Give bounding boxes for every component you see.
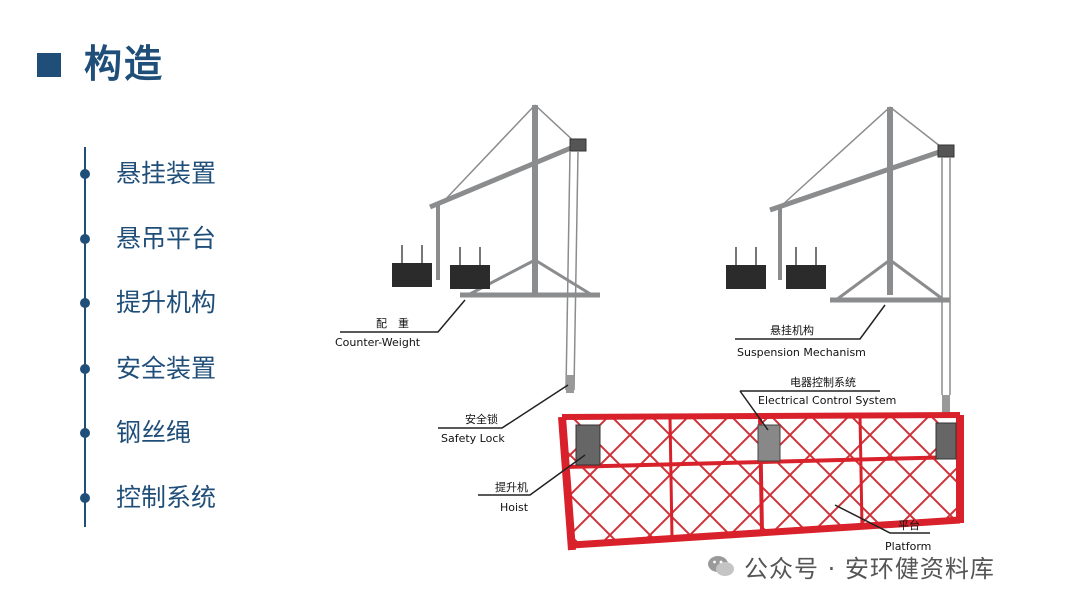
item-suspension-device: 悬挂装置 [116,159,216,189]
timeline-dot [80,428,90,438]
timeline-dot [80,234,90,244]
suspension-label-en: Suspension Mechanism [737,346,866,359]
gondola-diagram: 配 重 Counter-Weight 悬挂机构 Suspension Mecha… [330,95,970,565]
slide-title: 构造 [84,40,164,88]
counterweight-label-cn: 配 重 [376,316,409,330]
right-counterweight-blocks [726,247,826,289]
hoist-label-en: Hoist [500,501,529,514]
timeline-dot [80,364,90,374]
timeline-dot [80,169,90,179]
callout-counterweight: 配 重 Counter-Weight [335,300,465,349]
hoist-label-cn: 提升机 [495,480,528,494]
timeline-dot [80,298,90,308]
suspension-label-cn: 悬挂机构 [770,323,814,337]
title-square-marker [37,53,61,77]
watermark-text: 公众号 · 安环健资料库 [744,549,995,584]
counterweight-label-en: Counter-Weight [335,336,421,349]
platform-label-cn: 平台 [898,518,920,532]
left-suspension-mechanism [430,105,600,390]
item-control-system: 控制系统 [116,483,216,513]
watermark: 公众号 · 安环健资料库 [706,548,995,584]
safety-lock-label-cn: 安全锁 [465,412,498,426]
timeline-line [84,147,86,527]
safety-lock-label-en: Safety Lock [441,432,505,445]
wechat-icon [706,551,736,581]
callout-safety-lock: 安全锁 Safety Lock [438,385,568,445]
left-counterweight-blocks [392,245,490,289]
electrical-label-cn: 电器控制系统 [790,375,856,389]
item-safety-device: 安全装置 [116,354,216,384]
callout-suspension-mechanism: 悬挂机构 Suspension Mechanism [735,305,885,359]
electrical-label-en: Electrical Control System [758,394,896,407]
item-lifting-mechanism: 提升机构 [116,288,216,318]
timeline-dot [80,493,90,503]
item-suspended-platform: 悬吊平台 [116,224,216,254]
item-wire-rope: 钢丝绳 [116,418,191,448]
